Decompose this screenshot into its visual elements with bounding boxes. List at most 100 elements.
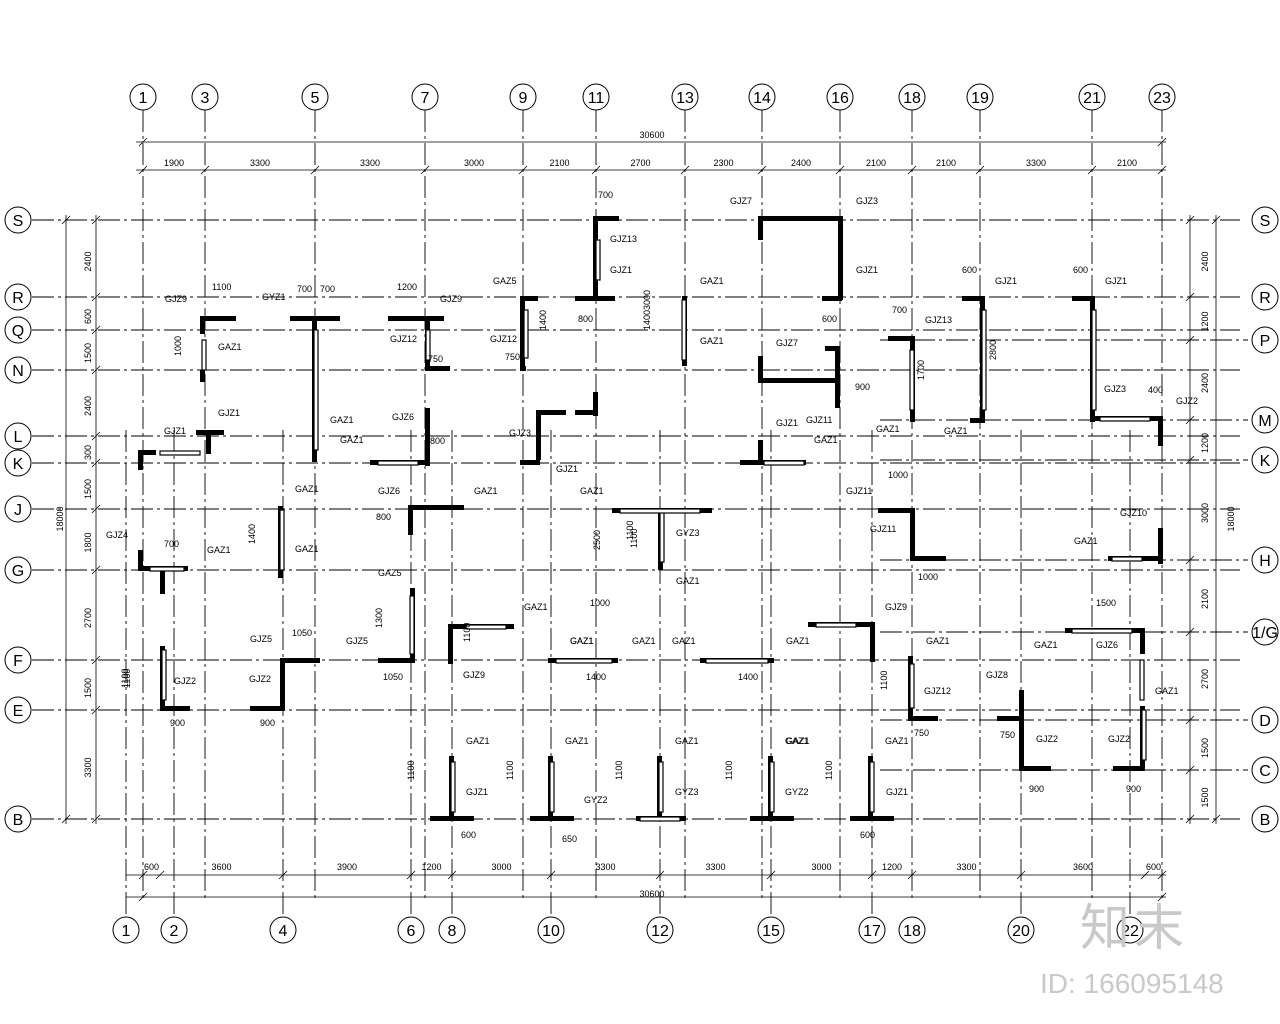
wall-segment [962, 296, 984, 301]
wall-segment [758, 216, 842, 221]
axis-bubble-bottom-0-label: 1 [122, 923, 131, 940]
dim-left-0: 2400 [83, 251, 93, 271]
axis-bubble-top-1-circle [191, 83, 219, 111]
dim-bottom-11: 600 [1146, 862, 1161, 872]
wall-label: 1050 [292, 628, 312, 638]
axis-bubble-bottom-1-circle [160, 916, 188, 944]
wall-label: GAZ1 [330, 415, 354, 425]
axis-bubble-left-7-circle [4, 556, 32, 584]
dim-bottom-9: 3300 [956, 862, 976, 872]
wall-label: GAZ1 [785, 736, 809, 746]
wall-segment [910, 508, 915, 560]
wall-gaz [159, 450, 201, 456]
dim-right-0: 2400 [1200, 251, 1210, 271]
wall-label: GJZ3 [509, 428, 531, 438]
wall-label: 1100 [824, 761, 834, 780]
wall-label: 800 [578, 314, 593, 324]
axis-bubble-bottom-6-label: 12 [651, 923, 669, 940]
wall-label: GAZ1 [885, 736, 909, 746]
dimension-lines [61, 137, 1221, 902]
axis-bubble-right-7-label: D [1259, 713, 1271, 730]
wall-label: 900 [170, 718, 185, 728]
wall-label: 1050 [383, 672, 403, 682]
wall-gaz [1111, 556, 1143, 562]
dim-right-1: 1200 [1200, 311, 1210, 331]
axis-bubble-right-6-label: 1/G [1252, 625, 1278, 642]
axis-bubble-bottom-9-circle [898, 916, 926, 944]
axis-bubble-top-6-circle [671, 83, 699, 111]
wall-label: 400 [1148, 385, 1163, 395]
wall-gaz [161, 649, 167, 701]
axis-bubble-top-0-circle [129, 83, 157, 111]
wall-label: GAZ1 [876, 424, 900, 434]
wall-label: GYZ3 [676, 528, 700, 538]
axis-bubble-top-7-circle [748, 83, 776, 111]
wall-label: GJZ1 [556, 464, 578, 474]
wall-label: GAZ5 [378, 568, 402, 578]
wall-segment [1152, 416, 1163, 421]
axis-bubble-top-9-circle [898, 83, 926, 111]
axis-bubble-right-5-label: H [1259, 553, 1271, 570]
wall-gaz [1071, 628, 1133, 634]
axis-bubble-left-5-label: K [13, 456, 24, 473]
axis-bubble-right-8-label: C [1259, 763, 1271, 780]
wall-label: 1100 [629, 529, 639, 548]
axis-bubble-top-10-label: 19 [971, 90, 989, 107]
wall-label: 700 [320, 284, 335, 294]
wall-gaz [549, 761, 555, 813]
wall-segment [593, 392, 598, 416]
wall-segment [910, 556, 946, 561]
wall-label: 1100 [505, 761, 515, 780]
wall-label: 900 [1029, 784, 1044, 794]
axis-bubble-left-6-circle [4, 495, 32, 523]
wall-label: GJZ1 [466, 787, 488, 797]
axis-bubble-top-0-label: 1 [139, 90, 148, 107]
wall-segment [520, 460, 540, 465]
wall-segment [908, 716, 938, 721]
dim-top-2: 3300 [360, 158, 380, 168]
wall-label: 650 [562, 834, 577, 844]
wall-segment [1158, 528, 1163, 564]
wall-segment [758, 356, 763, 382]
wall-label: GAZ5 [493, 276, 517, 286]
wall-gaz [815, 622, 857, 628]
wall-label: GAZ1 [580, 486, 604, 496]
wall-label: 1000 [590, 598, 610, 608]
axis-bubble-bottom-5-circle [537, 916, 565, 944]
dim-bottom-2: 3900 [337, 862, 357, 872]
dim-left-3: 2400 [83, 396, 93, 416]
wall-label: GJZ1 [886, 787, 908, 797]
axis-bubble-right-1-label: R [1259, 290, 1271, 307]
wall-label: GAZ1 [565, 736, 589, 746]
wall-segment [1158, 416, 1163, 446]
wall-segment [888, 336, 914, 341]
dim-left-4: 300 [83, 445, 93, 460]
dim-right-7: 1500 [1200, 738, 1210, 758]
axis-bubble-left-4-circle [4, 422, 32, 450]
axis-bubble-bottom-0-circle [112, 916, 140, 944]
wall-segment [206, 430, 211, 454]
dim-left-6: 1800 [83, 532, 93, 552]
wall-label: GJZ1 [164, 426, 186, 436]
axis-bubble-left-1-circle [4, 283, 32, 311]
wall-label: GJZ3 [1104, 384, 1126, 394]
wall-label: 750 [1000, 730, 1015, 740]
axis-bubble-bottom-10-label: 20 [1012, 923, 1030, 940]
wall-label: GAZ1 [786, 736, 810, 746]
axis-bubble-left-0-circle [4, 206, 32, 234]
wall-segment [200, 370, 205, 382]
wall-segment [200, 316, 236, 321]
wall-label: GAZ1 [218, 342, 242, 352]
wall-segment [758, 378, 840, 383]
wall-segment [878, 508, 914, 513]
wall-segment [520, 366, 526, 371]
wall-label: GYZ2 [584, 795, 608, 805]
wall-segment [536, 410, 566, 415]
shear-wall-layer [138, 216, 1163, 822]
axis-bubble-right-4-label: K [1260, 453, 1271, 470]
dim-top-8: 2100 [866, 158, 886, 168]
axis-bubble-bottom-8-circle [858, 916, 886, 944]
wall-label: 1100 [625, 521, 635, 540]
axis-bubble-left-0-label: S [13, 213, 24, 230]
wall-label: 900 [855, 382, 870, 392]
